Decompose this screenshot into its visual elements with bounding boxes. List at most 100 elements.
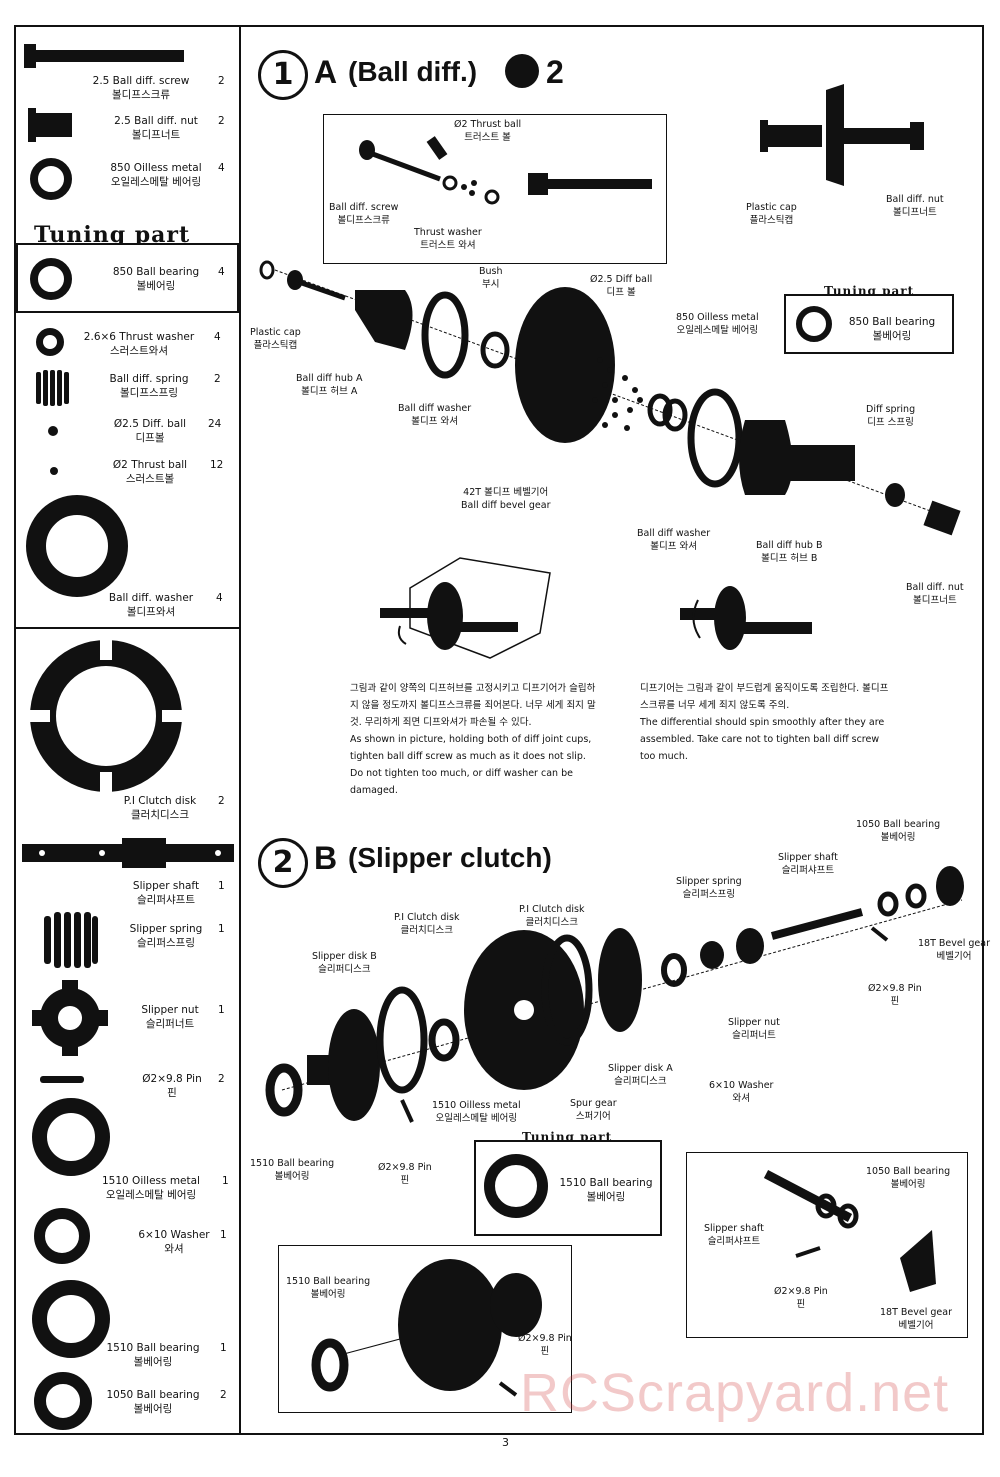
- label: Slipper shaft 슬리퍼샤프트: [704, 1223, 764, 1247]
- label: Ball diff washer 볼디프 와셔: [637, 528, 711, 552]
- sidebar-item-label: 1510 Ball bearing 볼베어링: [106, 1342, 200, 1368]
- sidebar-item-qty: 1: [220, 1342, 227, 1354]
- note-korean-english: 그림과 같이 양쪽의 디프허브를 고정시키고 디프기어가 슬립하지 않을 정도까…: [350, 680, 600, 799]
- sidebar-item-qty: 4: [218, 162, 225, 174]
- step-number: 1: [258, 50, 308, 100]
- label: Ball diff. nut 볼디프너트: [906, 582, 964, 606]
- next-step-icon: [505, 54, 539, 88]
- tuning-part-label: 1510 Ball bearing 볼베어링: [559, 1177, 653, 1203]
- label: 18T Bevel gear 베벨기어: [918, 938, 991, 962]
- ball-bearing-icon: [796, 306, 832, 342]
- sidebar-item-qty: 1: [222, 1175, 229, 1187]
- diff-ball-icon: [48, 426, 58, 436]
- sidebar-item-qty: 2: [218, 1073, 225, 1085]
- spur-gear-assembly-drawing: [311, 1259, 542, 1397]
- tuning-part-label: 850 Ball bearing 볼베어링: [848, 316, 936, 342]
- spring-icon: [36, 370, 69, 406]
- label: Slipper nut 슬리퍼너트: [728, 1017, 780, 1041]
- sidebar-item-qty: 2: [218, 795, 225, 807]
- sidebar-item-qty: 1: [218, 923, 225, 935]
- sidebar-item-label: Ø2×9.8 Pin 핀: [142, 1073, 202, 1099]
- sidebar-item-qty: 12: [210, 459, 224, 471]
- sidebar-item-qty: 4: [216, 592, 223, 604]
- label: Ø2×9.8 Pin 핀: [868, 983, 922, 1007]
- ball-diff-washer-icon: [26, 495, 128, 597]
- sidebar-item-label: Slipper shaft 슬리퍼샤프트: [132, 880, 200, 906]
- label: Diff spring 디프 스프링: [866, 404, 916, 428]
- label: 1050 Ball bearing 볼베어링: [866, 1166, 951, 1190]
- sidebar-item-qty: 24: [208, 418, 222, 430]
- label: 1510 Ball bearing 볼베어링: [286, 1276, 371, 1300]
- sidebar-item-label: 850 Ball bearing 볼베어링: [112, 266, 200, 292]
- sidebar-item-label: 2.5 Ball diff. screw 볼디프스크류: [92, 75, 190, 101]
- clutch-disk-notches: [30, 640, 182, 792]
- label: Slipper shaft 슬리퍼샤프트: [778, 852, 838, 876]
- label: 18T Bevel gear 베벨기어: [880, 1307, 953, 1331]
- sidebar-item-label: Slipper spring 슬리퍼스프링: [129, 923, 203, 949]
- sidebar-item-label: 2.6×6 Thrust washer 스러스트와셔: [83, 331, 195, 357]
- page-frame: [14, 25, 984, 1435]
- label: Thrust washer 트러스트 와셔: [414, 227, 482, 251]
- note-text: 그림과 같이 양쪽의 디프허브를 고정시키고 디프기어가 슬립하지 않을 정도까…: [350, 683, 596, 796]
- label: Slipper disk A 슬리퍼디스크: [608, 1063, 673, 1087]
- sidebar-item-qty: 1: [218, 1004, 225, 1016]
- slipper-nut-icon: [32, 980, 108, 1056]
- sidebar-item-label: Ø2.5 Diff. ball 디프볼: [113, 418, 187, 444]
- label: Bush 부시: [479, 266, 503, 290]
- label: Plastic cap 플라스틱캡: [250, 327, 301, 351]
- sidebar-item-qty: 2: [214, 373, 221, 385]
- sidebar-item-qty: 2: [218, 75, 225, 87]
- next-step-number: 2: [546, 54, 564, 90]
- label: Ball diff hub B 볼디프 허브 B: [756, 540, 823, 564]
- sidebar-item-label: Slipper nut 슬리퍼너트: [141, 1004, 199, 1030]
- sidebar-item-qty: 1: [218, 880, 225, 892]
- label: Ball diff hub A 볼디프 허브 A: [296, 373, 363, 397]
- label: Ø2 Thrust ball 트러스트 볼: [454, 119, 522, 143]
- page-number: 3: [502, 1436, 509, 1449]
- diff-spin-drawing: [680, 586, 812, 650]
- label: 42T 볼디프 베벨기어 Ball diff bevel gear: [461, 487, 551, 511]
- screw-assembly-drawing: [359, 136, 652, 205]
- label: 6×10 Washer 와셔: [709, 1080, 774, 1104]
- sidebar-item-label: Ball diff. spring 볼디프스프링: [109, 373, 189, 399]
- thrust-washer-icon: [36, 328, 64, 356]
- pin-icon: [40, 1076, 84, 1083]
- label: 1510 Oilless metal 오일레스메탈 베어링: [432, 1100, 521, 1124]
- label: Plastic cap 플라스틱캡: [746, 202, 797, 226]
- label: Slipper disk B 슬리퍼디스크: [312, 951, 377, 975]
- sidebar-item-label: 1050 Ball bearing 볼베어링: [106, 1389, 200, 1415]
- sidebar-item-label: P.I Clutch disk 클러치디스크: [123, 795, 197, 821]
- label: Ø2×9.8 Pin 핀: [774, 1286, 828, 1310]
- step-letter: A: [314, 54, 338, 90]
- ball-bearing-icon: [484, 1154, 548, 1218]
- sidebar-item-label: Ball diff. washer 볼디프와셔: [108, 592, 194, 618]
- label: Slipper spring 슬리퍼스프링: [676, 876, 742, 900]
- sidebar-item-qty: 4: [218, 266, 225, 278]
- label: Ball diff. nut 볼디프너트: [886, 194, 944, 218]
- diff-jig-drawing: [380, 557, 551, 659]
- sidebar-divider: [14, 627, 241, 629]
- parts-sidebar: [14, 25, 241, 1435]
- label: 1050 Ball bearing 볼베어링: [856, 819, 941, 843]
- label: 1510 Ball bearing 볼베어링: [250, 1158, 335, 1182]
- sidebar-item-label: 1510 Oilless metal 오일레스메탈 베어링: [102, 1175, 200, 1201]
- sidebar-item-qty: 2: [220, 1389, 227, 1401]
- slipper-shaft-icon: [22, 838, 234, 868]
- washer-6x10-icon: [34, 1208, 90, 1264]
- sidebar-item-label: 6×10 Washer 와셔: [138, 1229, 210, 1255]
- watermark: RCScrapyard.net: [520, 1363, 950, 1423]
- label: Ø2.5 Diff ball 디프 볼: [590, 274, 653, 298]
- oilless-metal-1510-icon: [32, 1098, 110, 1176]
- assembled-diff-drawing: [760, 84, 924, 186]
- label: Ø2×9.8 Pin 핀: [518, 1333, 572, 1357]
- ball-diff-nut-icon: [28, 108, 72, 142]
- slipper-exploded-drawing: [265, 866, 964, 1123]
- label: Ball diff washer 볼디프 와셔: [398, 403, 472, 427]
- sidebar-item-qty: 4: [214, 331, 221, 343]
- note-korean-english: 디프기어는 그림과 같이 부드럽게 움직이도록 조립한다. 볼디프스크류를 너무…: [640, 680, 896, 765]
- note-text: 디프기어는 그림과 같이 부드럽게 움직이도록 조립한다. 볼디프스크류를 너무…: [640, 683, 889, 762]
- label: Spur gear 스퍼기어: [570, 1098, 617, 1122]
- sidebar-item-qty: 2: [218, 115, 225, 127]
- step-number: 2: [258, 838, 308, 888]
- step-letter: B: [314, 840, 338, 876]
